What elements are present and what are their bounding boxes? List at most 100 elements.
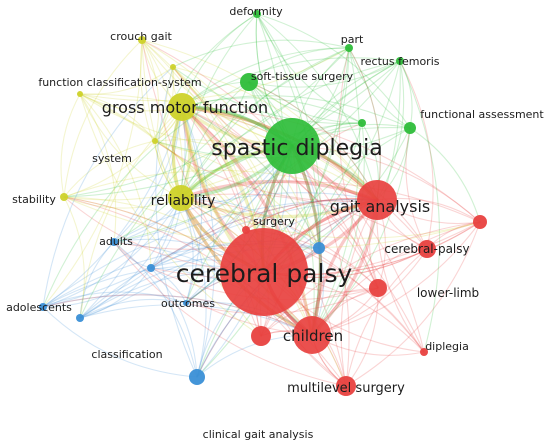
edge-unlabeled-yellow-small-children [172, 66, 313, 336]
edge-soft-tissue-surgery-rectus-femoris [248, 60, 401, 88]
label-spastic-diplegia: spastic diplegia [211, 136, 382, 161]
edge-functional-assessment-deformity [256, 13, 411, 129]
node-spastic-diplegia[interactable] [264, 118, 320, 174]
node-rectus-femoris[interactable] [396, 57, 404, 65]
label-stability: stability [12, 193, 56, 206]
node-crouch-gait[interactable] [138, 36, 146, 44]
edge-rectus-femoris-reliability [180, 60, 401, 199]
edge-clinical-gait-analysis-unlabeled-blue-left [150, 267, 198, 378]
edge-multilevel-surgery-spastic-diplegia [291, 145, 350, 387]
edge-adolescents-clinical-gait-analysis [42, 306, 198, 378]
node-cerebral-palsy[interactable] [220, 228, 308, 316]
edge-outcomes-unlabeled-blue-left [150, 267, 187, 304]
node-cerebral-palsy-2[interactable] [418, 240, 436, 258]
edge-stability-gait-analysis [63, 169, 378, 201]
node-part[interactable] [345, 44, 353, 52]
label-system: system [92, 152, 132, 165]
node-unlabeled-yellow-small[interactable] [170, 64, 176, 70]
node-classification[interactable] [76, 314, 84, 322]
node-gait-analysis[interactable] [357, 180, 397, 220]
edge-part-unlabeled-yellow-small [172, 39, 350, 68]
node-stability[interactable] [60, 193, 68, 201]
edge-adults-gait-analysis [113, 192, 378, 243]
node-multilevel-surgery[interactable] [336, 376, 356, 396]
label-gross-motor-function: gross motor function [102, 98, 268, 117]
node-gross-motor-function[interactable] [168, 93, 196, 121]
edge-adults-gross-motor-function [113, 106, 183, 243]
edge-unlabeled-blue-center-reliability [180, 197, 320, 249]
node-deformity[interactable] [253, 10, 261, 18]
edge-function-classification-system-part [79, 47, 350, 102]
node-adults[interactable] [110, 238, 118, 246]
edge-classification-gait-analysis [79, 199, 378, 319]
node-unlabeled-red-mid[interactable] [251, 326, 271, 346]
node-unlabeled-blue-left[interactable] [147, 264, 155, 272]
edge-unlabeled-yellow-small-reliability [164, 66, 182, 199]
label-functional-assessment: functional assessment [420, 108, 544, 121]
node-unlabeled-blue-center[interactable] [313, 242, 325, 254]
edge-functional-assessment-part [348, 47, 411, 129]
node-children[interactable] [293, 316, 331, 354]
edge-gait-analysis-unlabeled-yellow-small [172, 66, 378, 201]
edge-function-classification-system-spastic-diplegia [79, 93, 293, 149]
edge-children-gross-motor-function [180, 105, 314, 337]
node-surgery[interactable] [242, 226, 250, 234]
edge-outcomes-gross-motor-function [181, 106, 203, 304]
edge-gait-analysis-system [154, 140, 378, 202]
edge-function-classification-system-unlabeled-red-mid [79, 93, 262, 337]
node-reliability[interactable] [168, 185, 194, 211]
node-unlabeled-red-right[interactable] [473, 215, 487, 229]
edge-function-classification-system-adults [79, 93, 117, 243]
edge-soft-tissue-surgery-reliability [180, 81, 250, 199]
label-lower-limb: lower-limb [417, 286, 479, 300]
edge-gross-motor-function-children [180, 105, 314, 337]
edge-deformity-gait-analysis [256, 13, 378, 201]
node-system[interactable] [152, 138, 158, 144]
edge-multilevel-surgery-unlabeled-red-right [345, 221, 481, 387]
edge-part-stability [63, 47, 350, 198]
edge-function-classification-system-unlabeled-blue-left [79, 93, 152, 269]
edge-classification-reliability [79, 197, 182, 319]
edge-gross-motor-function-unlabeled-blue-center [181, 106, 320, 249]
node-functional-assessment[interactable] [404, 122, 416, 134]
edge-unlabeled-red-right-reliability [180, 181, 481, 223]
edge-functional-assessment-gross-motor-function [181, 95, 411, 129]
edge-soft-tissue-surgery-adults [113, 81, 250, 243]
edge-unlabeled-yellow-small-gait-analysis [172, 66, 378, 201]
edge-system-unlabeled-blue-center [154, 140, 320, 249]
label-part: part [341, 33, 364, 46]
label-diplegia: diplegia [425, 340, 469, 353]
label-classification: classification [91, 348, 162, 361]
label-outcomes: outcomes [161, 297, 215, 310]
edge-gait-analysis-soft-tissue-surgery [248, 81, 378, 201]
node-lower-limb[interactable] [369, 279, 387, 297]
edge-deformity-gross-motor-function [181, 13, 258, 108]
edge-adolescents-spastic-diplegia [42, 145, 293, 308]
edge-crouch-gait-unlabeled-blue-center [141, 39, 320, 249]
edge-adults-classification [79, 241, 115, 319]
edge-reliability-gait-analysis [179, 196, 379, 219]
edge-unlabeled-red-right-unlabeled-blue-left [150, 221, 481, 280]
edge-outcomes-classification [79, 298, 187, 319]
node-clinical-gait-analysis[interactable] [189, 369, 205, 385]
edge-crouch-gait-reliability [140, 39, 182, 199]
node-function-classification-system[interactable] [77, 91, 83, 97]
edge-function-classification-system-reliability [79, 93, 182, 199]
edge-gross-motor-function-classification [79, 106, 183, 319]
node-outcomes[interactable] [183, 300, 189, 306]
node-adolescents[interactable] [39, 303, 47, 311]
edge-part-classification [79, 47, 350, 319]
node-soft-tissue-surgery[interactable] [240, 73, 258, 91]
edge-function-classification-system-stability [60, 93, 81, 198]
edge-multilevel-surgery-cerebral-palsy-2 [345, 248, 428, 387]
edge-unlabeled-green-small-gross-motor-function [181, 97, 363, 124]
node-unlabeled-green-small[interactable] [358, 119, 366, 127]
edge-crouch-gait-stability [63, 39, 143, 198]
label-multilevel-surgery: multilevel surgery [287, 381, 405, 396]
edge-clinical-gait-analysis-unlabeled-yellow-small [155, 66, 198, 378]
edge-deformity-reliability [180, 13, 258, 199]
edge-part-gross-motor-function [181, 47, 350, 108]
edge-gait-analysis-reliability [179, 179, 379, 202]
node-diplegia[interactable] [420, 348, 428, 356]
